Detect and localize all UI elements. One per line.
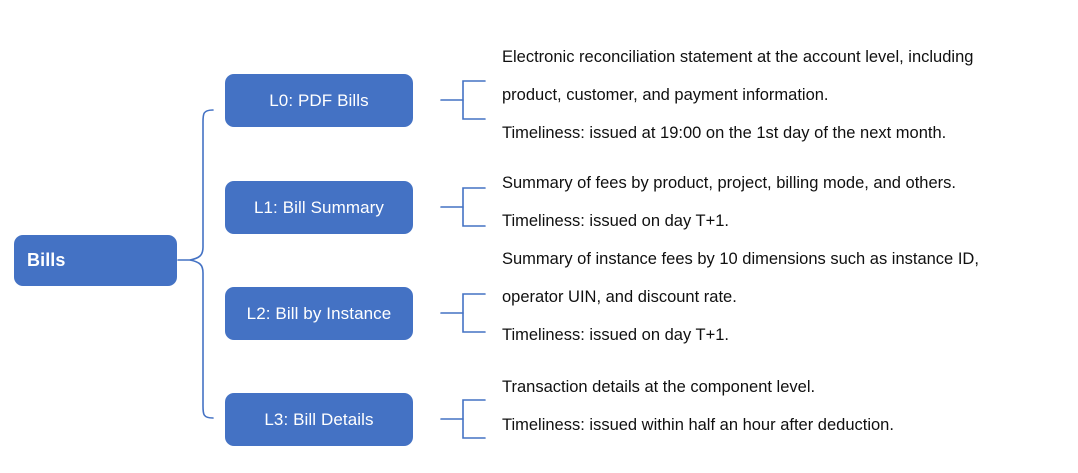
node-root-label: Bills [27,250,66,270]
description-l1: Summary of fees by product, project, bil… [502,164,956,240]
root-brace [189,109,214,419]
description-l3-line-1: Transaction details at the component lev… [502,378,816,396]
description-l0: Electronic reconciliation statement at t… [502,38,973,152]
description-l1-line-2: Timeliness: issued on day T+1. [502,212,729,230]
bracket-l1 [462,187,486,227]
description-l3-line-2: Timeliness: issued within half an hour a… [502,416,894,434]
bracket-l0 [462,80,486,120]
description-l0-line-3: Timeliness: issued at 19:00 on the 1st d… [502,124,947,142]
description-l2-line-2: operator UIN, and discount rate. [502,288,737,306]
bracket-l3 [462,399,486,439]
node-l2[interactable]: L2: Bill by Instance [225,287,413,340]
node-l0-label: L0: PDF Bills [269,90,369,110]
description-l0-line-2: product, customer, and payment informati… [502,86,829,104]
node-root[interactable]: Bills [14,235,177,286]
bracket-l2 [462,293,486,333]
description-l0-line-1: Electronic reconciliation statement at t… [502,48,974,66]
node-l2-label: L2: Bill by Instance [246,303,392,323]
node-l3-label: L3: Bill Details [264,409,374,429]
description-l3: Transaction details at the component lev… [502,368,894,444]
node-l0[interactable]: L0: PDF Bills [225,74,413,127]
node-l1-label: L1: Bill Summary [253,197,385,217]
description-l2-line-3: Timeliness: issued on day T+1. [502,326,729,344]
node-l3[interactable]: L3: Bill Details [225,393,413,446]
description-l2-line-1: Summary of instance fees by 10 dimension… [502,250,979,268]
node-l1[interactable]: L1: Bill Summary [225,181,413,234]
description-l2: Summary of instance fees by 10 dimension… [502,240,979,354]
description-l1-line-1: Summary of fees by product, project, bil… [502,174,956,192]
